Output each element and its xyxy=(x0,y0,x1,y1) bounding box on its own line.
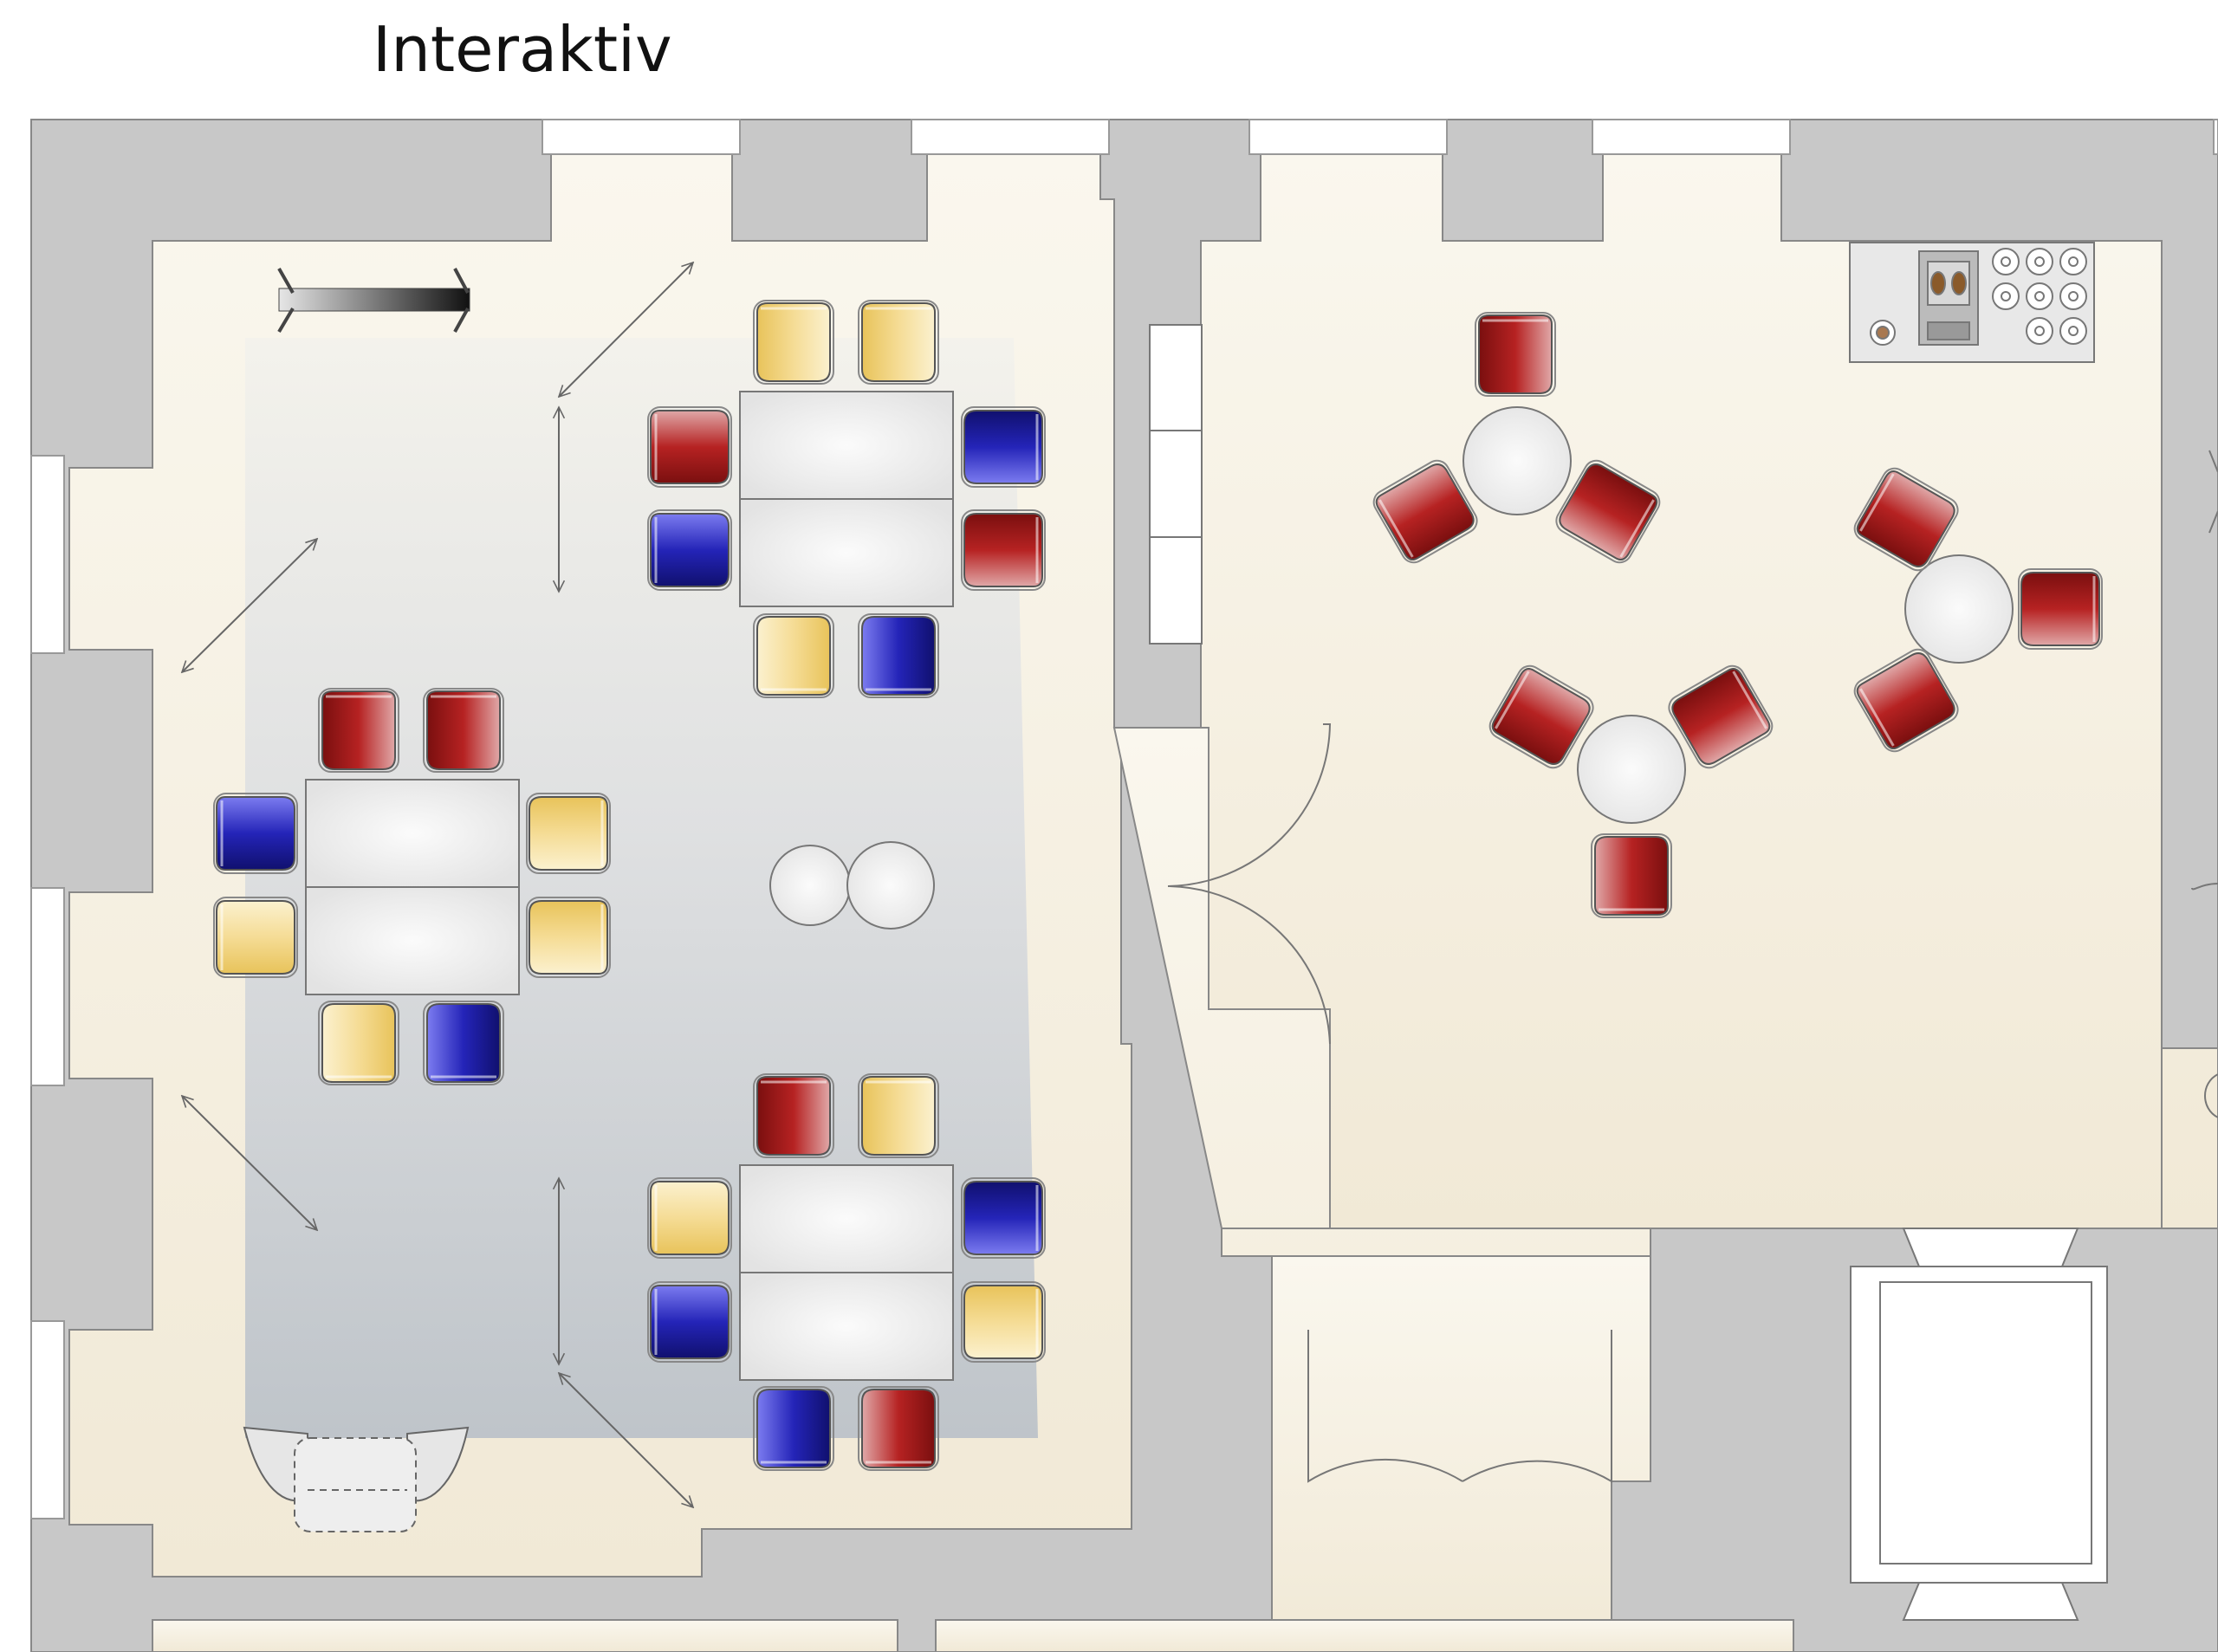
table xyxy=(739,1272,954,1381)
door-left-leaf xyxy=(1167,723,1332,887)
red-chair xyxy=(647,406,732,488)
red-chair xyxy=(318,688,399,773)
door-corridor-left xyxy=(1307,1330,1463,1483)
table xyxy=(739,498,954,607)
door-right-leaf xyxy=(1169,885,1331,1045)
shelf xyxy=(1149,324,1203,645)
blue-chair xyxy=(647,509,732,591)
window xyxy=(30,455,65,654)
blue-chair xyxy=(753,1386,834,1471)
arrow xyxy=(182,539,317,672)
yellow-chair xyxy=(318,1001,399,1085)
table xyxy=(305,779,520,888)
windows xyxy=(30,119,2218,1519)
blue-chair xyxy=(213,793,298,874)
red-chair xyxy=(423,688,504,773)
arrow xyxy=(559,1373,693,1507)
red-chair xyxy=(1668,664,1774,769)
arrow xyxy=(182,1096,317,1230)
red-chair xyxy=(1853,648,1959,753)
blue-chair xyxy=(961,1177,1046,1259)
red-chair xyxy=(1591,833,1672,918)
red-chair xyxy=(1372,459,1478,564)
table xyxy=(305,886,520,995)
corridor-floor-lower xyxy=(1271,1255,1651,1652)
red-chair xyxy=(2018,568,2103,650)
chairs xyxy=(213,300,2103,1471)
right-edge-fixtures xyxy=(2191,450,2218,1118)
doors xyxy=(1167,723,1612,1483)
window xyxy=(1592,119,1791,155)
arrow xyxy=(559,262,693,397)
red-chair xyxy=(1488,664,1594,769)
cup-set xyxy=(1992,248,2087,345)
standing-table xyxy=(769,845,851,926)
yellow-chair xyxy=(858,300,939,385)
red-chair xyxy=(1555,459,1661,564)
lift-shaft xyxy=(1850,1228,2108,1621)
red-chair xyxy=(858,1386,939,1471)
window xyxy=(2213,119,2218,155)
yellow-chair xyxy=(526,897,611,978)
red-chair xyxy=(753,1073,834,1158)
window xyxy=(30,887,65,1086)
carpet xyxy=(245,338,1038,1438)
yellow-chair xyxy=(753,300,834,385)
lounge-tables xyxy=(1462,406,2014,824)
yellow-chair xyxy=(647,1177,732,1259)
blue-chair xyxy=(647,1281,732,1363)
table xyxy=(739,391,954,500)
door-corridor-right xyxy=(1462,1330,1612,1483)
red-chair xyxy=(1853,467,1959,572)
red-chair xyxy=(1475,312,1556,397)
table xyxy=(739,1164,954,1273)
kitchenette xyxy=(1849,242,2095,363)
page-title: Interaktiv xyxy=(373,13,672,86)
yellow-chair xyxy=(858,1073,939,1158)
standing-table xyxy=(846,841,935,930)
yellow-chair xyxy=(753,613,834,698)
round-table xyxy=(1577,715,1686,824)
bottom-floor-strip xyxy=(152,1619,898,1652)
window xyxy=(911,119,1110,155)
round-table xyxy=(1904,554,2014,664)
red-chair xyxy=(961,509,1046,591)
standing-tables xyxy=(769,841,935,930)
yellow-chair xyxy=(213,897,298,978)
whiteboard xyxy=(277,268,470,334)
yellow-chair xyxy=(961,1281,1046,1363)
window xyxy=(542,119,741,155)
window xyxy=(1248,119,1448,155)
group-tables xyxy=(305,391,954,1381)
bottom-floor-strip-right xyxy=(935,1619,1794,1652)
window xyxy=(30,1320,65,1519)
blue-chair xyxy=(423,1001,504,1085)
mobile-seat xyxy=(243,1426,470,1532)
round-table xyxy=(1462,406,1572,515)
movement-arrows xyxy=(182,262,693,1507)
yellow-chair xyxy=(526,793,611,874)
blue-chair xyxy=(858,613,939,698)
blue-chair xyxy=(961,406,1046,488)
